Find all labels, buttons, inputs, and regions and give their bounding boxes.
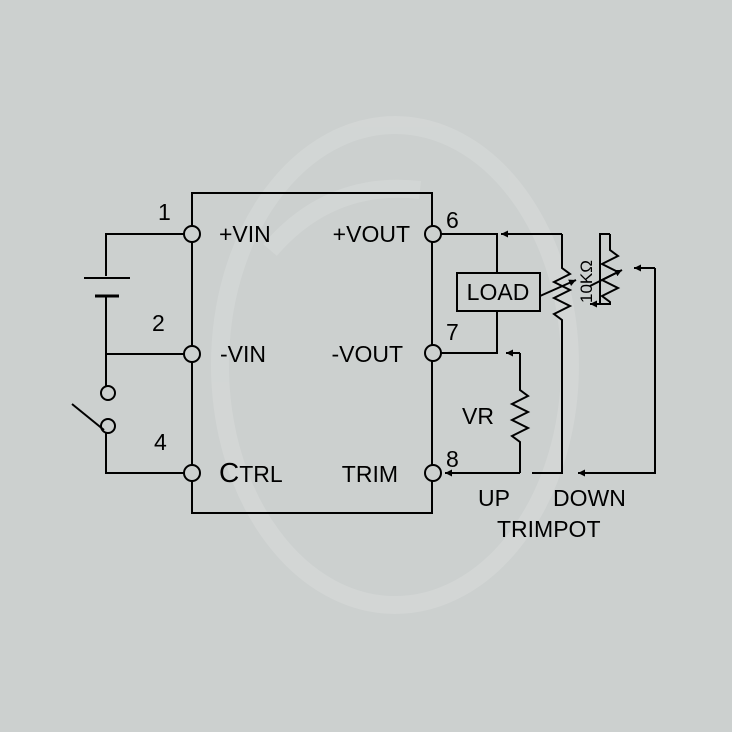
down-right-wire bbox=[578, 268, 656, 477]
vin-neg-wire bbox=[105, 296, 184, 355]
up-wiper-arrow bbox=[539, 279, 577, 297]
vout-pos-label: +VOUT bbox=[333, 221, 410, 247]
vout-neg-wire bbox=[441, 311, 498, 354]
trimpot-label: TRIMPOT bbox=[497, 516, 601, 542]
ctrl-wire bbox=[105, 433, 184, 474]
down-label: DOWN bbox=[553, 485, 626, 511]
up-trimpot-resistor bbox=[532, 234, 573, 474]
trim-label: TRIM bbox=[342, 461, 398, 487]
down-wiper-arrow bbox=[589, 269, 623, 287]
load-label: LOAD bbox=[467, 279, 530, 305]
pin-6-label: 6 bbox=[446, 207, 459, 233]
pin-1-terminal bbox=[183, 225, 201, 243]
switch-contact-top bbox=[100, 385, 116, 401]
vin-pos-wire bbox=[105, 233, 184, 276]
ctrl-label-rest: TRL bbox=[239, 461, 283, 487]
vr-label: VR bbox=[462, 403, 494, 429]
watermark bbox=[211, 116, 579, 614]
pin-2-label: 2 bbox=[152, 310, 165, 336]
pin-4-terminal bbox=[183, 464, 201, 482]
switch-contact-bottom bbox=[100, 418, 116, 434]
vout-neg-label: -VOUT bbox=[331, 341, 403, 367]
down-trimpot-resistor bbox=[599, 234, 621, 305]
vout-pos-wire bbox=[441, 233, 498, 273]
pin-7-label: 7 bbox=[446, 319, 459, 345]
pin-1-label: 1 bbox=[158, 199, 171, 225]
vr-resistor bbox=[509, 353, 531, 473]
ctrl-label: CTRL bbox=[219, 457, 283, 488]
pin-6-terminal bbox=[424, 225, 442, 243]
pin-8-label: 8 bbox=[446, 446, 459, 472]
vin-neg-label: -VIN bbox=[220, 341, 266, 367]
up-label: UP bbox=[478, 485, 510, 511]
resistance-label: 10KΩ bbox=[577, 260, 596, 303]
pin-2-terminal bbox=[183, 345, 201, 363]
load-box bbox=[456, 272, 541, 312]
pin-8-terminal bbox=[424, 464, 442, 482]
vin-pos-label: +VIN bbox=[219, 221, 271, 247]
ctrl-label-initial: C bbox=[219, 457, 239, 488]
pin-4-label: 4 bbox=[154, 429, 167, 455]
pin-7-terminal bbox=[424, 344, 442, 362]
switch-lever bbox=[71, 403, 105, 431]
